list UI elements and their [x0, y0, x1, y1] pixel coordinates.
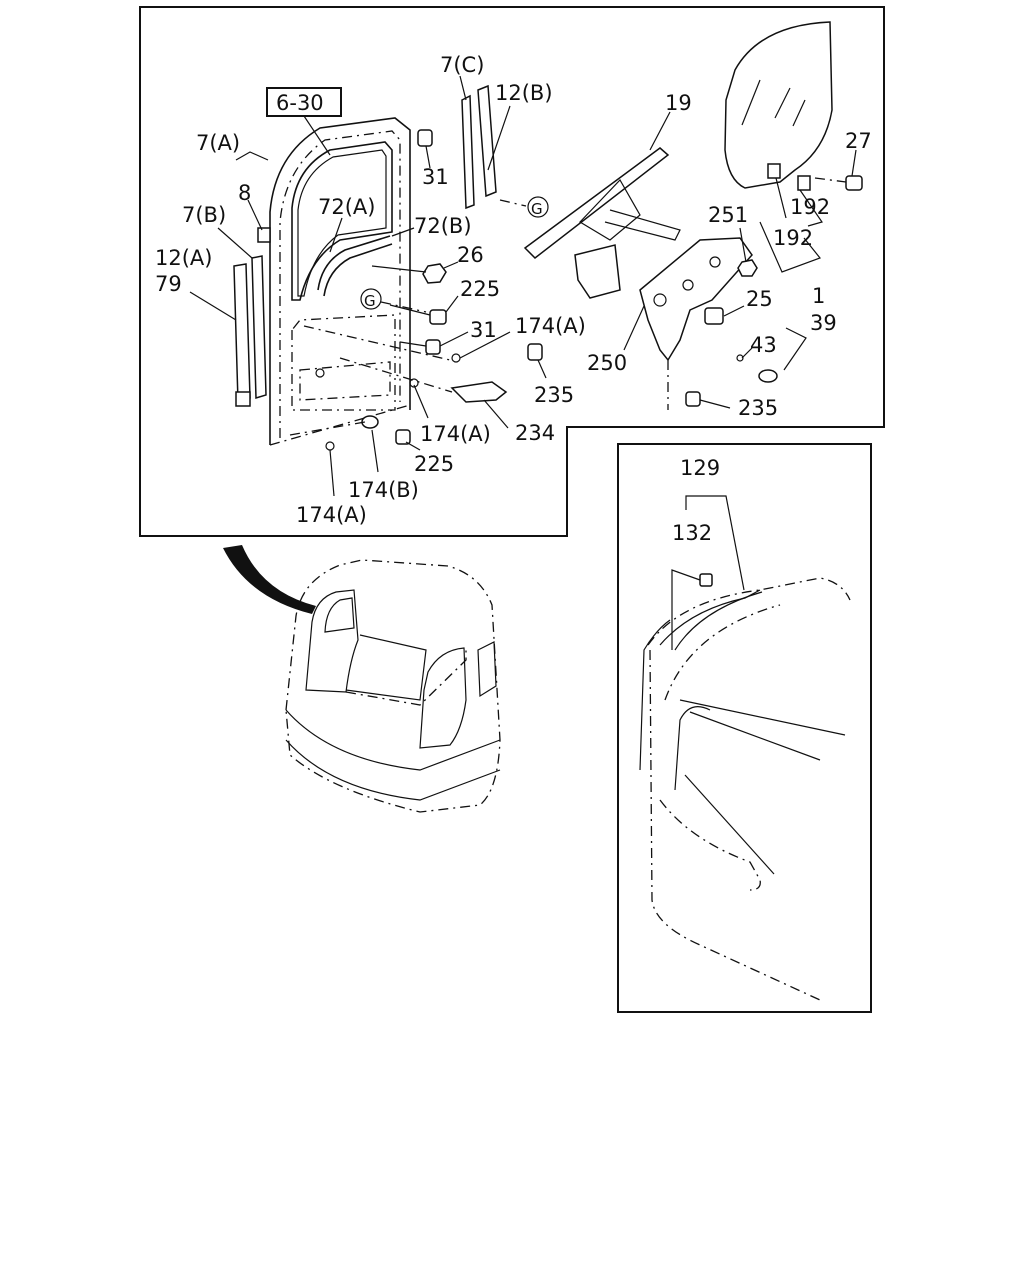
run-7b [251, 255, 267, 399]
run-7c [461, 94, 475, 210]
channel-12a [233, 263, 251, 404]
label-72a: 72(A) [318, 195, 375, 219]
fasteners [315, 129, 863, 451]
label-225-lower: 225 [414, 452, 454, 476]
label-7c: 7(C) [440, 53, 484, 77]
label-8: 8 [238, 181, 251, 205]
label-72b: 72(B) [414, 214, 472, 238]
label-192-lower: 192 [773, 226, 813, 250]
label-31-mid: 31 [470, 318, 497, 342]
label-174a-upper: 174(A) [515, 314, 586, 338]
label-27: 27 [845, 129, 872, 153]
circle-ref-g-upper [527, 196, 549, 218]
circle-ref-g-upper-label: G [531, 200, 543, 218]
label-43: 43 [750, 333, 777, 357]
clip-79 [235, 391, 251, 407]
leader-lines [189, 75, 857, 497]
label-132: 132 [672, 521, 712, 545]
label-129: 129 [680, 456, 720, 480]
channel-12b [477, 84, 497, 198]
glass-1 [724, 21, 833, 189]
circle-ref-g-lower [360, 288, 382, 310]
circle-ref-g-lower-label: G [364, 292, 376, 310]
ref-box-label: 6-30 [276, 91, 324, 115]
weatherstrip-72a [317, 235, 391, 291]
label-25: 25 [746, 287, 773, 311]
label-7a: 7(A) [196, 131, 240, 155]
inset-frame [617, 443, 872, 1013]
label-250: 250 [587, 351, 627, 375]
label-31-upper: 31 [422, 165, 449, 189]
inset-drawing [639, 495, 851, 1001]
label-174a-lower: 174(A) [296, 503, 367, 527]
label-12b: 12(B) [495, 81, 553, 105]
label-79: 79 [155, 272, 182, 296]
label-234: 234 [515, 421, 555, 445]
label-174a-mid: 174(A) [420, 422, 491, 446]
regulator-19 [523, 147, 681, 299]
label-1: 1 [812, 284, 825, 308]
cab-overview [285, 559, 501, 813]
label-19: 19 [665, 91, 692, 115]
label-225-upper: 225 [460, 277, 500, 301]
pointer-arrow [223, 545, 316, 614]
label-192-upper: 192 [790, 195, 830, 219]
label-26: 26 [457, 243, 484, 267]
door-panel [269, 117, 411, 446]
label-251: 251 [708, 203, 748, 227]
label-7b: 7(B) [182, 203, 226, 227]
part-8 [257, 227, 271, 243]
main-frame [139, 6, 885, 537]
label-12a: 12(A) [155, 246, 212, 270]
label-39: 39 [810, 311, 837, 335]
label-174b: 174(B) [348, 478, 419, 502]
weatherstrip-72b [323, 243, 393, 297]
label-235-lower: 235 [738, 396, 778, 420]
bracket-250 [639, 237, 753, 410]
label-235-upper: 235 [534, 383, 574, 407]
